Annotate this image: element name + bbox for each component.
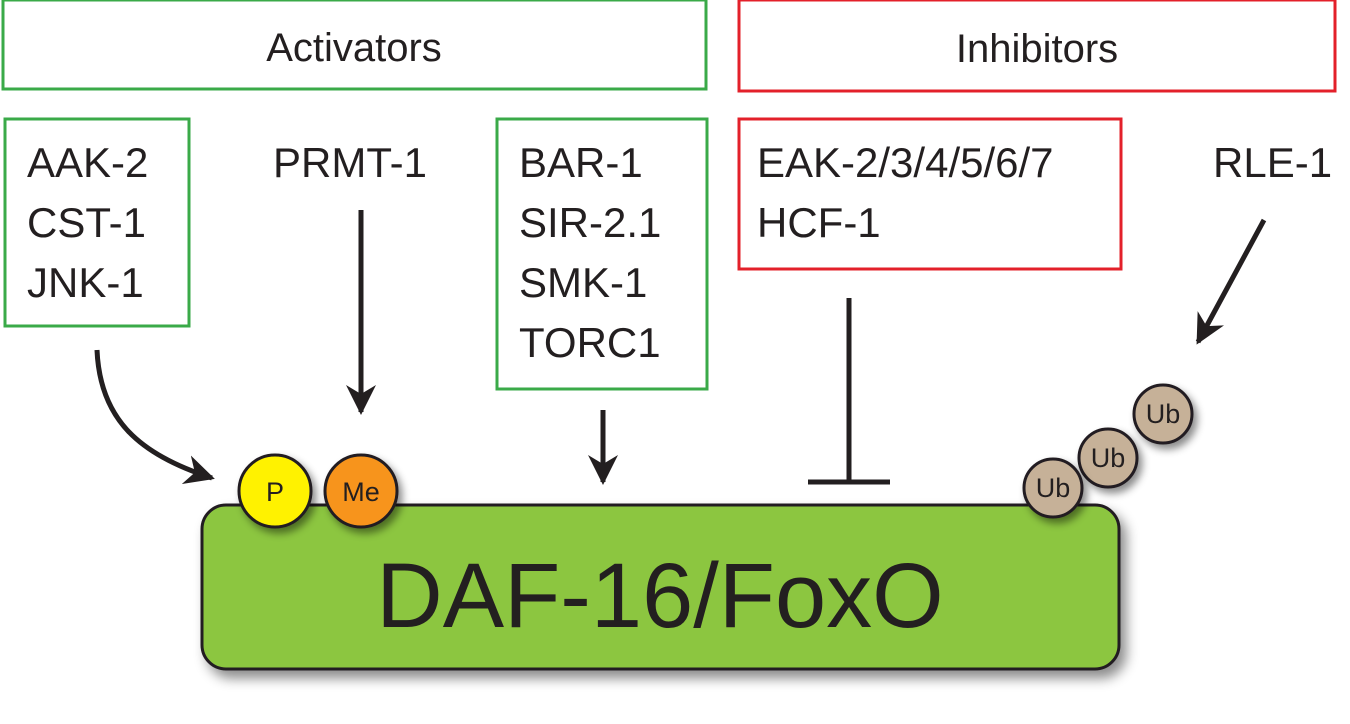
- activators-header: Activators: [1, 0, 708, 91]
- inhibitors-header-label: Inhibitors: [956, 27, 1118, 71]
- methyl-label: Me: [342, 477, 380, 507]
- methyl-circle: [323, 453, 399, 529]
- ubiquitin-label: Ub: [1091, 443, 1126, 473]
- inhibitor-kinase-label: EAK-2/3/4/5/6/7: [757, 139, 1054, 186]
- activator-cofactor-label: TORC1: [519, 319, 661, 366]
- activators-header-box: [1, 0, 708, 91]
- activator-cofactor-group: BAR-1 SIR-2.1 SMK-1 TORC1: [495, 117, 709, 391]
- rle1-to-ubiquitin-arrow: [1195, 218, 1267, 345]
- kinase-to-phospho-arrow: [94, 349, 215, 485]
- phospho-label: P: [266, 477, 284, 507]
- activator-kinase-label: CST-1: [27, 199, 146, 246]
- activator-kinase-label: AAK-2: [27, 139, 148, 186]
- ubiquitin-circle: [1132, 383, 1194, 445]
- inhibitor-kinase-group: EAK-2/3/4/5/6/7 HCF-1: [737, 117, 1123, 271]
- daf16-target-label: DAF-16/FoxO: [376, 545, 943, 647]
- prmt1-label: PRMT-1: [273, 139, 427, 186]
- inhibitor-kinase-box: [737, 117, 1123, 271]
- activator-cofactor-label: SMK-1: [519, 259, 647, 306]
- ubiquitin-circle: [1077, 427, 1139, 489]
- ubiquitin-circle: [1022, 457, 1084, 519]
- ubiquitin-label: Ub: [1146, 399, 1181, 429]
- phospho-circle: [237, 453, 313, 529]
- activator-kinase-group: AAK-2 CST-1 JNK-1: [3, 117, 191, 328]
- activators-header-label: Activators: [266, 26, 442, 70]
- activator-cofactor-box: [495, 117, 709, 391]
- phospho-modification: P: [237, 453, 313, 529]
- rle1-label: RLE-1: [1213, 139, 1332, 186]
- activator-cofactor-label: SIR-2.1: [519, 199, 661, 246]
- daf16-target: DAF-16/FoxO: [200, 503, 1121, 671]
- activator-kinase-box: [3, 117, 191, 328]
- methyl-modification: Me: [323, 453, 399, 529]
- daf16-target-box: [200, 503, 1121, 671]
- inhibitors-header: Inhibitors: [737, 0, 1337, 93]
- activator-cofactor-label: BAR-1: [519, 139, 643, 186]
- ubiquitin-chain: Ub Ub Ub: [1022, 383, 1194, 519]
- inhibitor-kinase-label: HCF-1: [757, 199, 881, 246]
- ubiquitin-label: Ub: [1036, 473, 1071, 503]
- inhibition-bar: [808, 298, 890, 485]
- inhibitors-header-box: [737, 0, 1337, 93]
- activator-kinase-label: JNK-1: [27, 259, 144, 306]
